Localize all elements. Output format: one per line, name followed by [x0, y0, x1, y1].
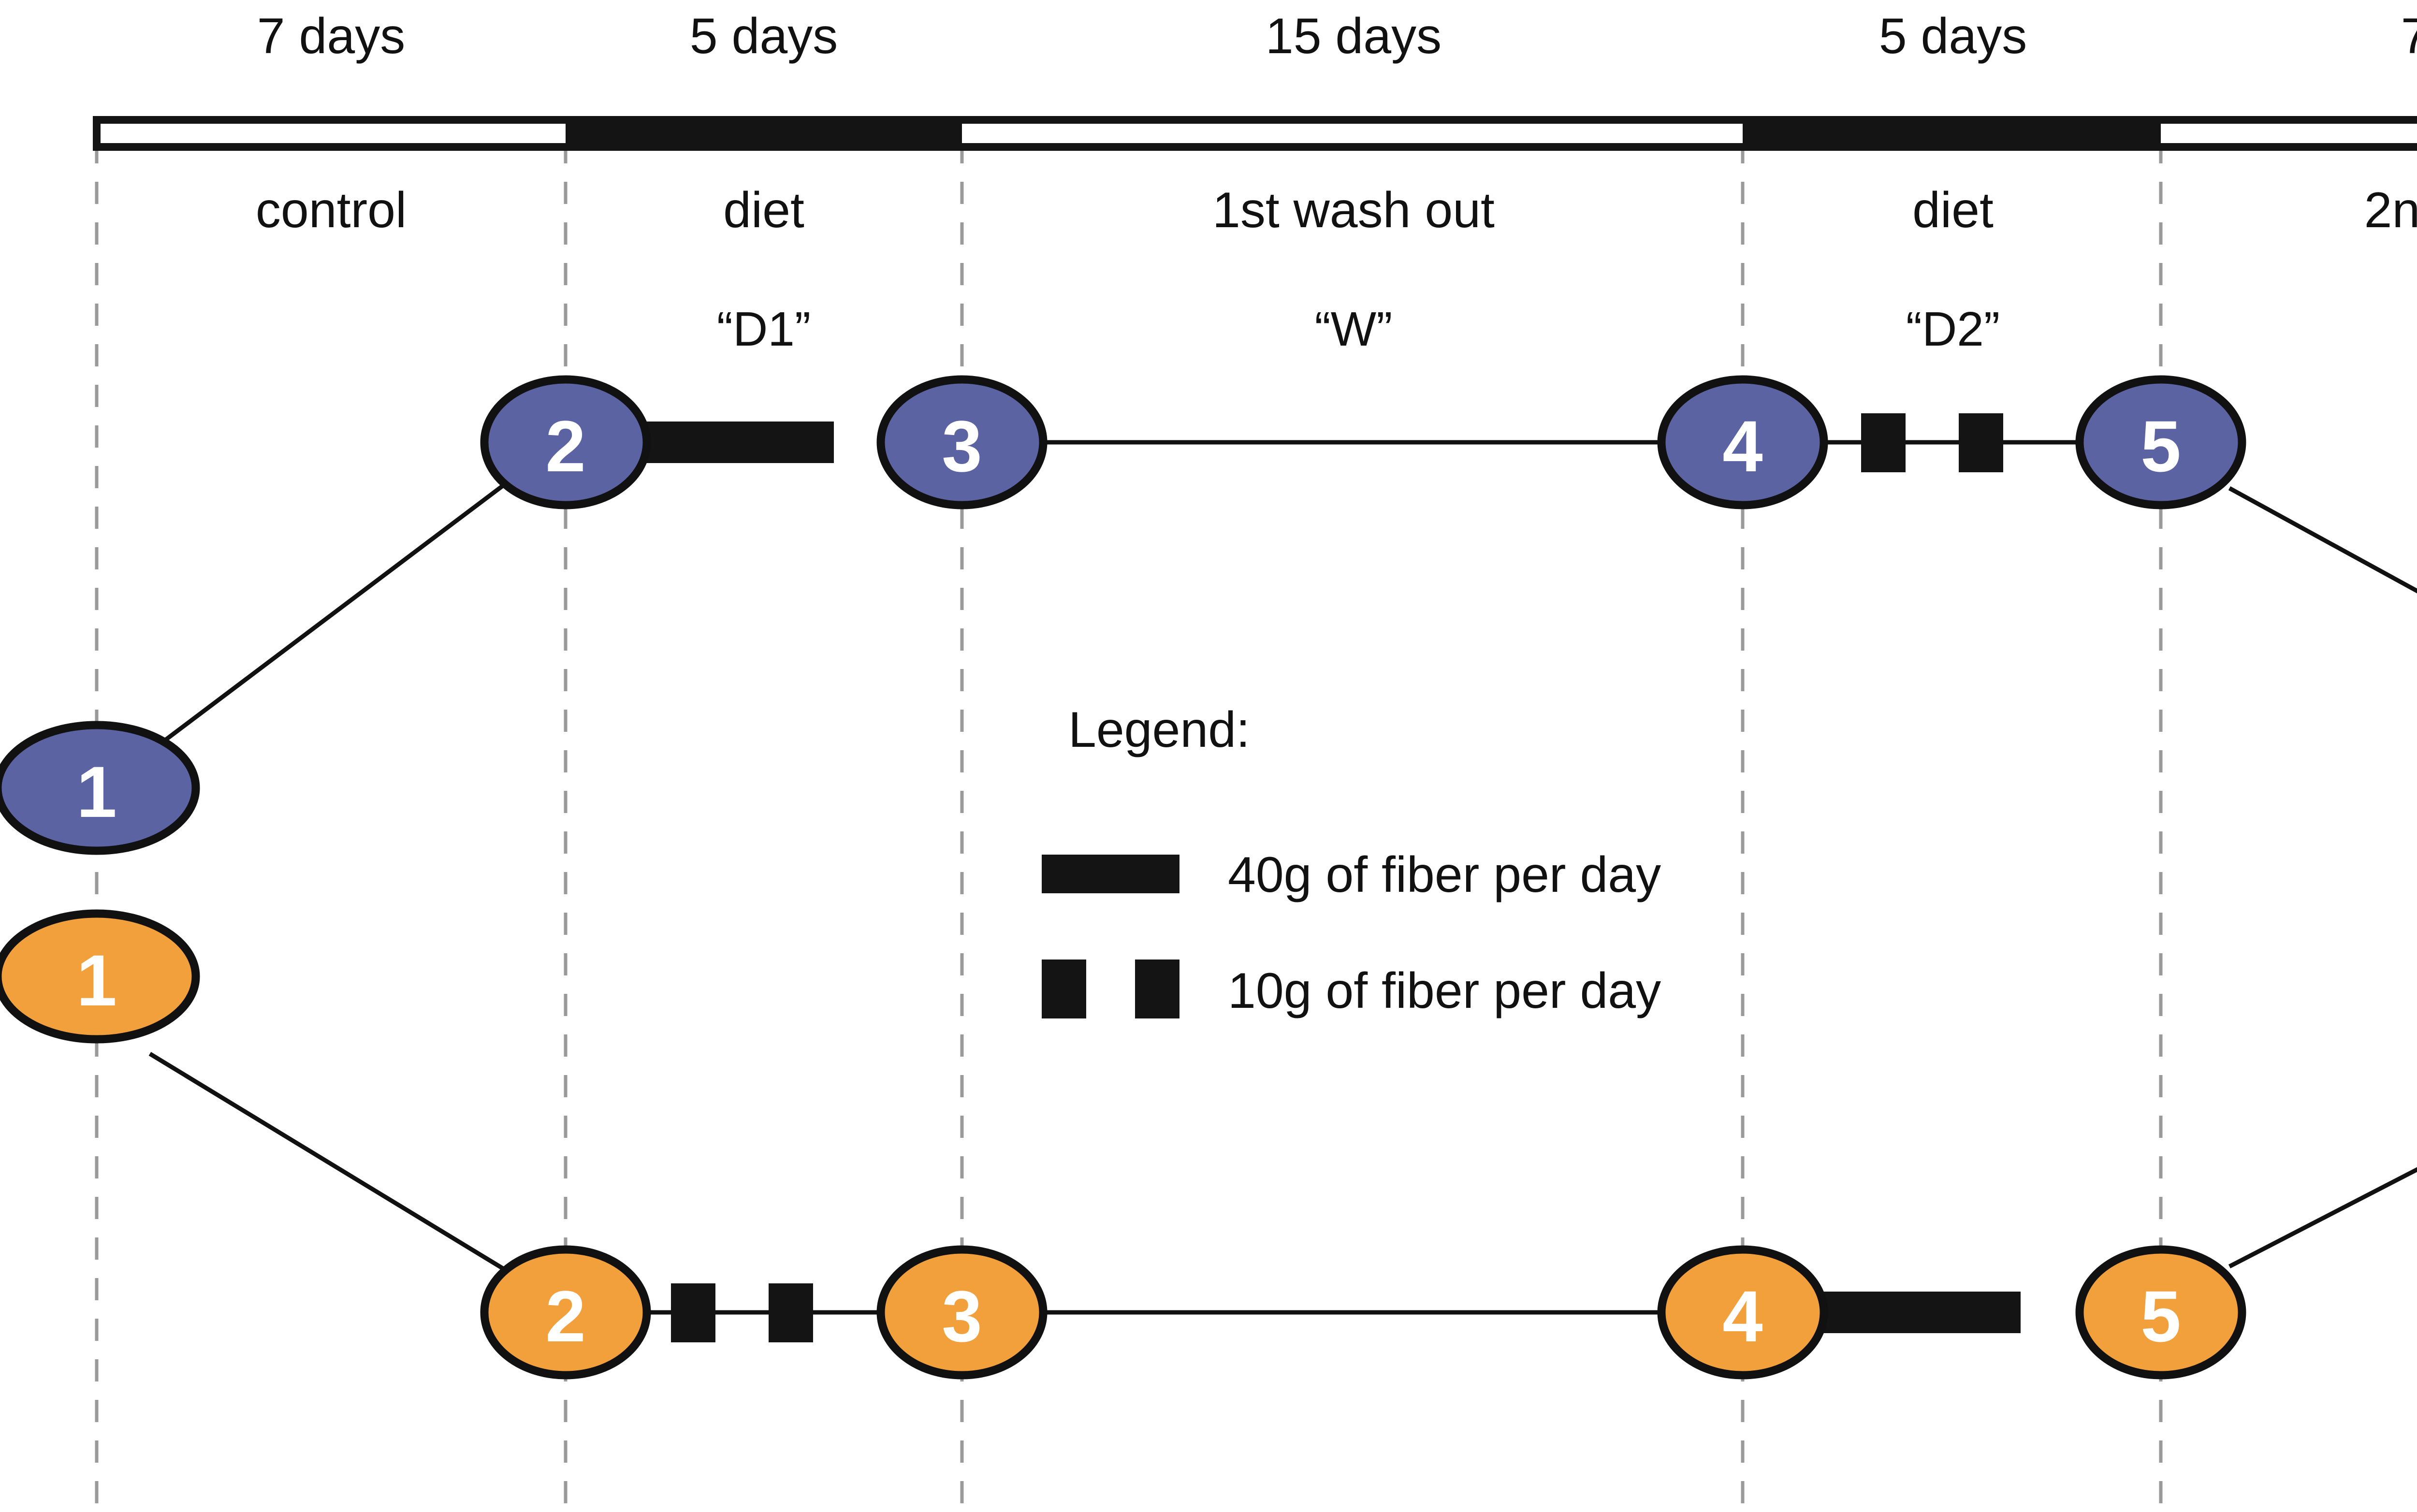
edge-a2-a3-high-fiber	[636, 422, 834, 463]
edge-b5-b6	[2228, 1167, 2417, 1268]
period-codes: “D1” “W” “D2”	[717, 302, 2000, 356]
duration-label-5: 7 days	[2401, 8, 2417, 64]
edge-b2-b3-dash-2	[769, 1283, 813, 1342]
node-a1-label: 1	[76, 751, 116, 832]
node-a5-shape[interactable]	[2075, 375, 2246, 509]
node-b3-shape[interactable]	[876, 1245, 1048, 1380]
node-a2[interactable]: 2	[480, 375, 651, 509]
node-a3-label: 3	[942, 406, 982, 487]
period-code-d2: “D2”	[1906, 302, 2000, 356]
node-b2[interactable]: 2	[480, 1245, 651, 1380]
edge-b4-b5-high-fiber	[1813, 1292, 2021, 1333]
node-b4[interactable]: 4	[1657, 1245, 1828, 1380]
node-b3[interactable]: 3	[876, 1245, 1048, 1380]
node-b4-label: 4	[1722, 1276, 1762, 1357]
node-a2-label: 2	[545, 406, 585, 487]
node-b4-shape[interactable]	[1657, 1245, 1828, 1380]
node-a3[interactable]: 3	[876, 375, 1048, 509]
node-a5-label: 5	[2140, 406, 2181, 487]
period-labels: control diet 1st wash out diet 2nd wash …	[256, 182, 2417, 238]
node-a2-shape[interactable]	[480, 375, 651, 509]
legend: Legend: 40g of fiber per day 10g of fibe…	[1042, 702, 1661, 1019]
period-code-w: “W”	[1315, 302, 1393, 356]
duration-label-3: 15 days	[1266, 8, 1441, 64]
node-b2-label: 2	[545, 1276, 585, 1357]
gridlines	[95, 141, 2163, 1512]
node-b1-label: 1	[76, 940, 116, 1021]
edge-b2-b3-dash-1	[671, 1283, 715, 1342]
period-label-control: control	[256, 182, 407, 238]
edge-a4-a5-dash-2	[1959, 413, 2003, 472]
node-b5[interactable]: 5	[2075, 1245, 2246, 1380]
node-a4-label: 4	[1722, 406, 1762, 487]
legend-title: Legend:	[1068, 702, 1250, 758]
duration-label-4: 5 days	[1879, 8, 2027, 64]
node-a5[interactable]: 5	[2075, 375, 2246, 509]
edge-a1-a2	[148, 484, 504, 754]
timeline-segment-diet-2	[1743, 116, 2161, 151]
node-a4[interactable]: 4	[1657, 375, 1828, 509]
duration-label-1: 7 days	[257, 8, 405, 64]
legend-label-10g: 10g of fiber per day	[1228, 963, 1661, 1019]
legend-swatch-solid-bar	[1042, 855, 1179, 893]
edge-b1-b2	[148, 1052, 509, 1273]
arm-b-edges	[148, 1052, 2417, 1342]
legend-label-40g: 40g of fiber per day	[1228, 847, 1661, 903]
edge-a5-a6	[2228, 486, 2417, 594]
timeline-segment-diet-1	[566, 116, 962, 151]
node-b1-shape[interactable]	[0, 909, 200, 1044]
legend-swatch-dash-1	[1042, 960, 1086, 1018]
node-b2-shape[interactable]	[480, 1245, 651, 1380]
period-label-diet-1: diet	[723, 182, 804, 238]
node-a1-shape[interactable]	[0, 721, 200, 855]
period-label-washout-1: 1st wash out	[1212, 182, 1495, 238]
arm-a-edges	[148, 413, 2417, 754]
node-b5-shape[interactable]	[2075, 1245, 2246, 1380]
node-b1[interactable]: 1	[0, 909, 200, 1044]
duration-labels: 7 days 5 days 15 days 5 days 7 days	[257, 8, 2417, 64]
node-a4-shape[interactable]	[1657, 375, 1828, 509]
legend-swatch-dash-2	[1135, 960, 1179, 1018]
node-a3-shape[interactable]	[876, 375, 1048, 509]
duration-label-2: 5 days	[690, 8, 838, 64]
node-a1[interactable]: 1	[0, 721, 200, 855]
period-label-washout-2: 2nd wash out	[2364, 182, 2417, 238]
timeline-bar	[93, 116, 2417, 151]
period-label-diet-2: diet	[1912, 182, 1994, 238]
node-b5-label: 5	[2140, 1276, 2181, 1357]
arm-a-nodes: 1 2 3 4 5 6	[0, 375, 2246, 855]
edge-a4-a5-dash-1	[1861, 413, 1906, 472]
node-b3-label: 3	[942, 1276, 982, 1357]
arm-b-nodes: 1 2 3 4 5 6	[0, 909, 2246, 1380]
period-code-d1: “D1”	[717, 302, 811, 356]
